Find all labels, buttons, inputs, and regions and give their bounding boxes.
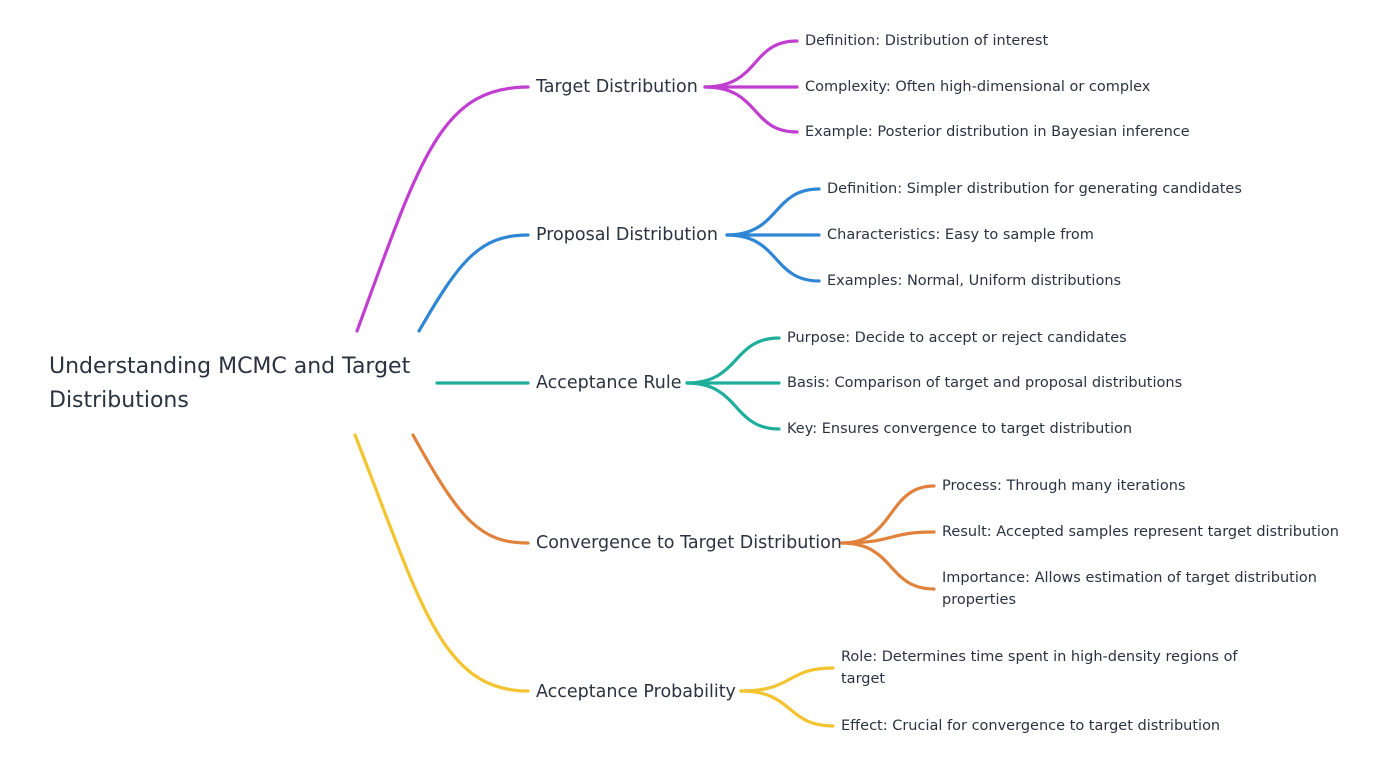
branch-acceptance-probability: Acceptance Probability — [536, 682, 736, 702]
connector-convergence-leaf-1 — [840, 484, 936, 545]
leaf-convergence-importance: Importance: Allows estimation of target … — [942, 570, 1317, 608]
root-topic: Understanding MCMC and Target Distributi… — [49, 354, 411, 413]
connector-root-proposal-distribution — [417, 233, 530, 333]
leaf-convergence-result: Result: Accepted samples represent targe… — [942, 524, 1339, 540]
connector-convergence-leaf-3 — [840, 541, 936, 591]
leaf-acceptance-rule-key: Key: Ensures convergence to target distr… — [787, 421, 1133, 437]
leaf-acceptance-rule-basis: Basis: Comparison of target and proposal… — [787, 375, 1183, 391]
leaf-proposal-characteristics: Characteristics: Easy to sample from — [827, 227, 1094, 243]
leaf-target-complexity: Complexity: Often high-dimensional or co… — [805, 79, 1151, 95]
connector-proposal-leaf-3 — [725, 233, 821, 283]
leaf-acceptance-probability-effect: Effect: Crucial for convergence to targe… — [841, 718, 1221, 734]
connector-acceptance-rule-leaf-3 — [685, 381, 781, 431]
branch-target-distribution: Target Distribution — [536, 77, 698, 97]
connector-target-leaf-3 — [703, 85, 799, 134]
connector-root-target-distribution — [355, 85, 530, 333]
leaf-target-example: Example: Posterior distribution in Bayes… — [805, 124, 1190, 140]
connector-root-acceptance-probability — [353, 433, 530, 693]
leaf-convergence-process: Process: Through many iterations — [942, 478, 1186, 494]
connector-acceptance-probability-leaf-2 — [739, 689, 835, 728]
connector-convergence-leaf-2 — [840, 530, 936, 545]
connector-proposal-leaf-1 — [725, 187, 821, 237]
branch-convergence: Convergence to Target Distribution — [536, 533, 842, 553]
leaf-proposal-definition: Definition: Simpler distribution for gen… — [827, 181, 1242, 197]
connector-acceptance-rule-leaf-1 — [685, 336, 781, 385]
leaf-acceptance-rule-purpose: Purpose: Decide to accept or reject cand… — [787, 330, 1127, 346]
connector-target-leaf-1 — [703, 39, 799, 89]
leaf-target-definition: Definition: Distribution of interest — [805, 33, 1049, 49]
branch-acceptance-rule: Acceptance Rule — [536, 373, 682, 393]
connector-acceptance-probability-leaf-1 — [739, 666, 835, 693]
leaf-proposal-examples: Examples: Normal, Uniform distributions — [827, 273, 1122, 289]
branch-proposal-distribution: Proposal Distribution — [536, 225, 718, 245]
connector-root-convergence — [411, 433, 530, 545]
leaf-acceptance-probability-role: Role: Determines time spent in high-dens… — [841, 649, 1238, 687]
